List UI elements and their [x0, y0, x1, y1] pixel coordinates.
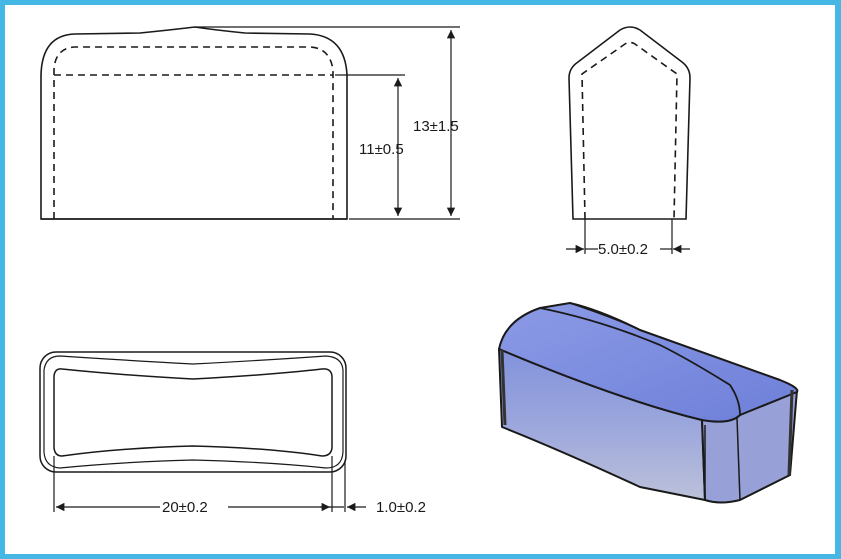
front-inner-hidden-line: [53, 46, 334, 219]
side-inner-hidden-line: [581, 41, 678, 220]
front-outer-outline: [40, 26, 348, 220]
dimension-inner-width: 5.0±0.2: [598, 241, 648, 258]
dimension-total-height: 13±1.5: [413, 118, 459, 135]
side-outer-outline: [568, 26, 691, 220]
front-view: [40, 26, 460, 220]
isometric-view: [498, 302, 799, 504]
side-view: [566, 26, 691, 254]
top-outer-outline: [39, 351, 347, 473]
iso-top-face: [498, 302, 799, 423]
dimension-inner-length: 20±0.2: [162, 499, 208, 516]
dimension-inner-height: 11±0.5: [359, 141, 404, 158]
dimension-wall-thickness: 1.0±0.2: [376, 499, 426, 516]
top-view: [39, 351, 366, 512]
top-inner-outline: [53, 368, 333, 457]
